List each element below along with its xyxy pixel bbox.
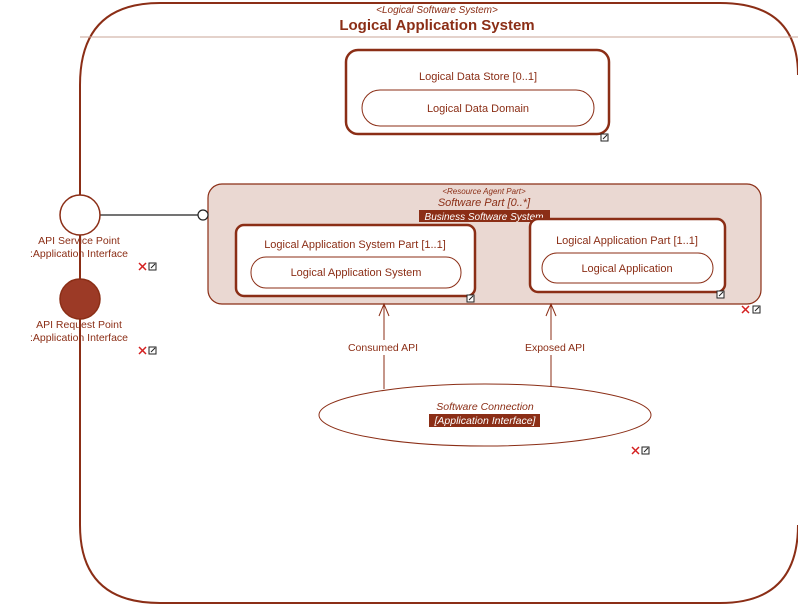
- system-part-label: Logical Application System Part [1..1]: [264, 239, 446, 251]
- exposed-api-label: Exposed API: [525, 342, 585, 354]
- logical-application-part[interactable]: Logical Application Part [1..1] Logical …: [528, 217, 727, 299]
- system-boundary: [79, 2, 798, 604]
- connection-name: Software Connection: [436, 401, 534, 413]
- data-domain-pill[interactable]: [361, 89, 595, 127]
- connection-type: [Application Interface]: [434, 415, 537, 427]
- service-point-name: API Service Point: [38, 235, 120, 247]
- system-part-pill[interactable]: [250, 256, 462, 289]
- logical-data-store[interactable]: Logical Data Store [0..1] Logical Data D…: [344, 48, 611, 142]
- system-stereotype: <Logical Software System>: [376, 5, 498, 16]
- remove-icon[interactable]: [631, 446, 640, 455]
- arrowhead-icon: [545, 302, 557, 317]
- logical-application-system-part[interactable]: Logical Application System Part [1..1] L…: [234, 223, 477, 303]
- remove-icon[interactable]: [138, 346, 147, 355]
- app-part-inner-label: Logical Application: [581, 263, 672, 275]
- consumed-api-label: Consumed API: [348, 342, 418, 354]
- expand-icon[interactable]: [600, 133, 609, 142]
- software-part-stereotype: <Resource Agent Part>: [442, 187, 526, 196]
- connection-type-bg: [429, 414, 540, 427]
- app-part-label: Logical Application Part [1..1]: [556, 235, 698, 247]
- expand-icon[interactable]: [148, 262, 157, 271]
- request-point-type: :Application Interface: [30, 332, 128, 344]
- remove-icon[interactable]: [741, 305, 750, 314]
- software-part-type: Business Software System: [425, 212, 544, 223]
- exposed-api-dependency[interactable]: Exposed API: [520, 302, 592, 389]
- system-part-inner-label: Logical Application System: [291, 267, 422, 279]
- arrowhead-icon: [378, 302, 390, 317]
- remove-icon[interactable]: [138, 262, 147, 271]
- api-service-point[interactable]: API Service Point :Application Interface: [30, 194, 157, 271]
- lollipop-socket: [197, 209, 209, 221]
- data-domain-label: Logical Data Domain: [427, 103, 529, 115]
- software-part-label: Software Part [0..*]: [438, 197, 531, 209]
- expand-icon[interactable]: [466, 294, 475, 303]
- expand-icon[interactable]: [641, 446, 650, 455]
- data-store-label: Logical Data Store [0..1]: [419, 71, 537, 83]
- expand-icon[interactable]: [716, 290, 725, 299]
- system-title: Logical Application System: [339, 17, 534, 34]
- app-part-pill[interactable]: [541, 252, 714, 284]
- expand-icon[interactable]: [148, 346, 157, 355]
- software-part-type-bg: [419, 210, 550, 222]
- consumed-api-dependency[interactable]: Consumed API: [344, 302, 422, 389]
- api-request-point[interactable]: API Request Point :Application Interface: [30, 278, 157, 355]
- logical-application-system[interactable]: <Logical Software System> Logical Applic…: [79, 2, 798, 604]
- software-connection[interactable]: Software Connection [Application Interfa…: [318, 383, 652, 455]
- request-point-name: API Request Point: [36, 319, 122, 331]
- service-point-type: :Application Interface: [30, 248, 128, 260]
- expand-icon[interactable]: [752, 305, 761, 314]
